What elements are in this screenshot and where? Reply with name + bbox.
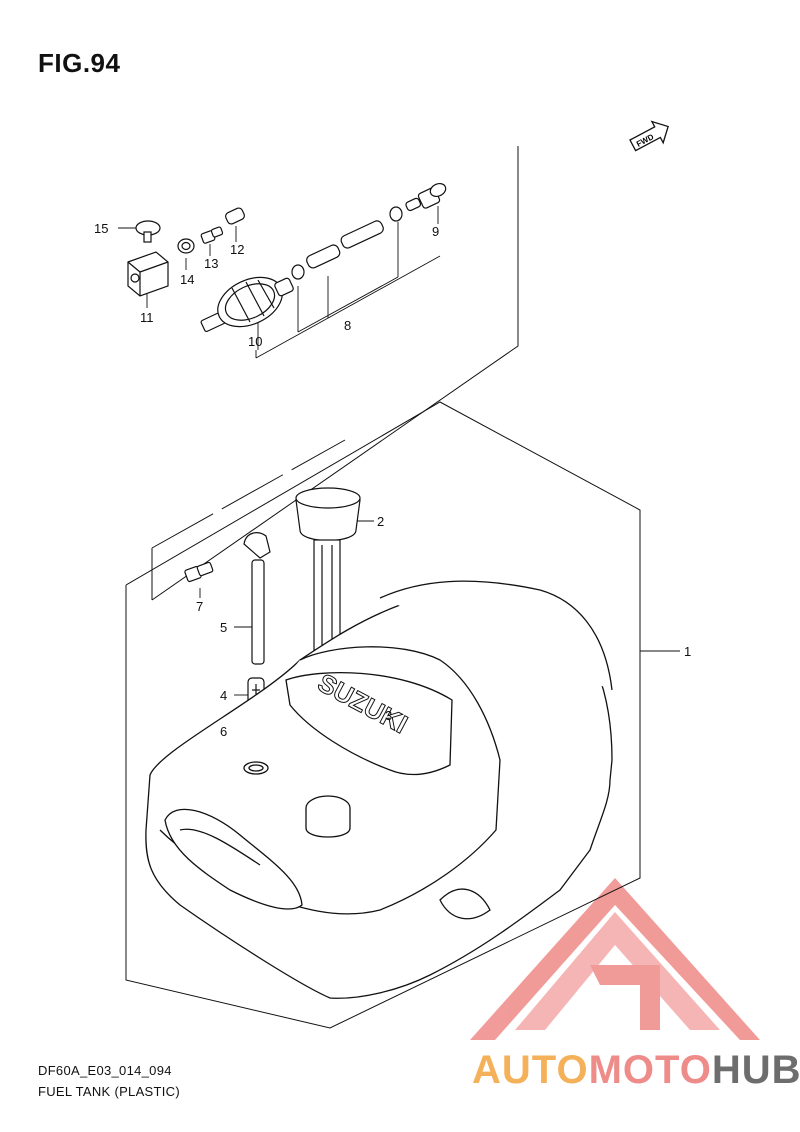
callout-5: 5 — [220, 620, 227, 635]
clamp-part-14 — [177, 238, 195, 254]
fuel-tank-part-1 — [145, 580, 613, 999]
callout-10: 10 — [248, 334, 262, 349]
callout-4: 4 — [220, 688, 227, 703]
callout-labels: 1 2 3 4 5 6 7 8 9 10 11 12 13 14 15 — [94, 221, 691, 739]
fwd-arrow-icon: FWD — [629, 120, 669, 152]
callout-15: 15 — [94, 221, 108, 236]
watermark-logo — [470, 878, 760, 1040]
callout-3: 3 — [385, 708, 392, 723]
callout-13: 13 — [204, 256, 218, 271]
callout-7: 7 — [196, 599, 203, 614]
tank-group-frame — [125, 401, 641, 1029]
callout-9: 9 — [432, 224, 439, 239]
suction-pipe-part-5 — [243, 532, 271, 665]
callout-11: 11 — [140, 310, 154, 325]
connector-part-13 — [200, 226, 224, 244]
watermark-moto: MOTO — [588, 1048, 712, 1092]
clip-part-15 — [135, 220, 161, 243]
callout-6: 6 — [220, 724, 227, 739]
hose-group-frame — [151, 146, 519, 601]
callout-1: 1 — [684, 644, 691, 659]
diagram-caption: FUEL TANK (PLASTIC) — [38, 1084, 180, 1099]
fitting-part-7 — [184, 561, 214, 583]
watermark-auto: AUTO — [472, 1048, 589, 1092]
watermark-text: AUTOMOTOHUB — [472, 1048, 800, 1093]
primer-bulb-part-10 — [200, 276, 294, 333]
sleeve-part-12 — [225, 207, 245, 225]
watermark-hub: HUB — [711, 1048, 800, 1092]
bracket-part-11 — [127, 251, 169, 297]
callout-8: 8 — [344, 318, 351, 333]
fuel-hose-part-8 — [291, 206, 403, 280]
connector-part-9 — [405, 182, 447, 212]
figure-title: FIG.94 — [38, 48, 121, 78]
callout-12: 12 — [230, 242, 244, 257]
callout-14: 14 — [180, 272, 194, 287]
callout-2: 2 — [377, 514, 384, 529]
diagram-code: DF60A_E03_014_094 — [38, 1063, 172, 1078]
